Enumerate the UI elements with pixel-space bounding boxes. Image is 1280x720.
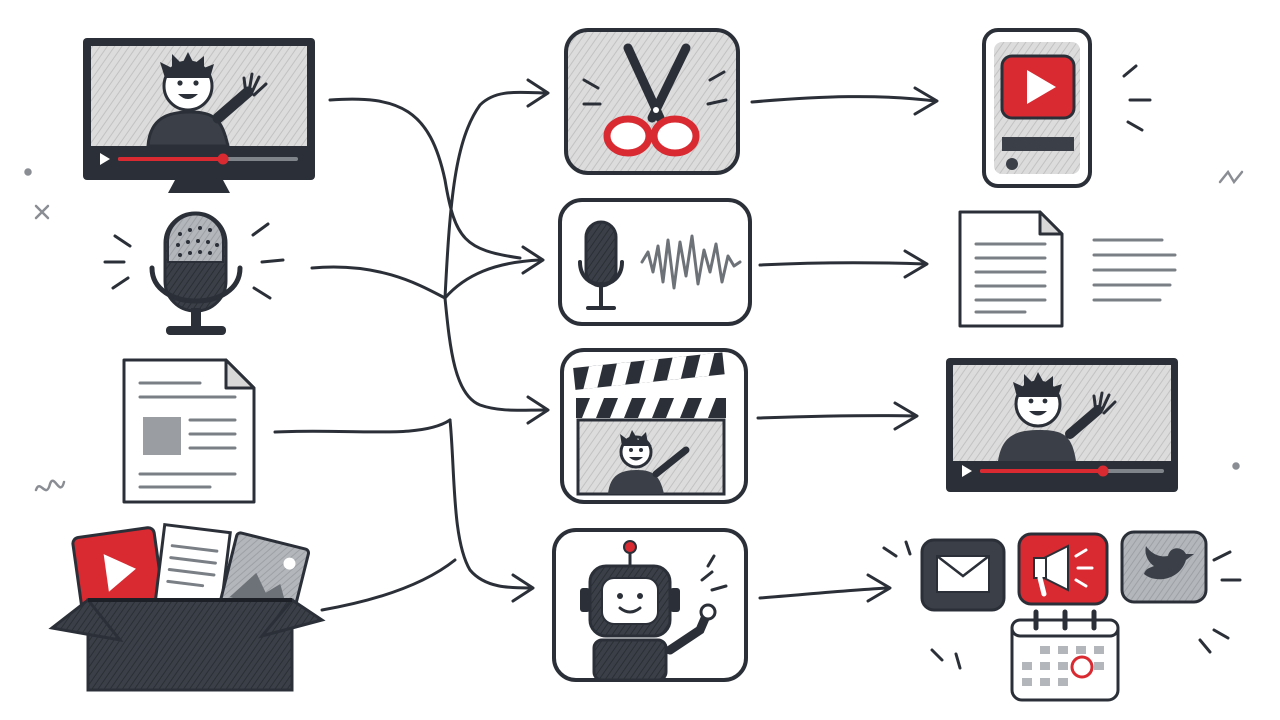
connector-to-robot	[448, 418, 532, 590]
connector-robot-output	[758, 586, 890, 600]
output-short-video	[982, 28, 1152, 188]
arrowhead-distribution	[866, 573, 892, 603]
text-document-icon	[958, 210, 1064, 328]
arrowhead-finished-video	[893, 401, 919, 431]
arrowhead-clapper	[526, 395, 550, 425]
connector-lines	[273, 78, 939, 612]
bird-icon	[1120, 530, 1208, 604]
process-video-production	[560, 348, 748, 504]
connector-to-clapper	[443, 296, 547, 412]
connector-box-input	[320, 558, 457, 612]
document-icon	[122, 358, 256, 504]
connector-mic-input	[310, 265, 447, 300]
output-finished-video	[946, 358, 1178, 492]
arrowhead-scissors	[526, 78, 550, 108]
decorative-doodles	[24, 168, 1244, 492]
small-microphone-icon	[578, 220, 624, 310]
text-lines-icon	[1092, 238, 1177, 302]
robot-icon	[580, 540, 717, 682]
progress-bar	[118, 153, 298, 165]
clapperboard-icon	[573, 352, 726, 496]
input-document	[122, 358, 256, 504]
play-icon	[100, 153, 110, 165]
connector-scissors-output	[750, 95, 937, 104]
arrowhead-short-video	[913, 86, 939, 116]
connector-document-input	[273, 418, 452, 434]
connector-clapper-output	[756, 414, 917, 420]
connector-video-input	[328, 97, 522, 260]
small-waving-person-icon	[608, 430, 690, 494]
sound-lines	[103, 222, 285, 300]
waving-person-icon	[146, 52, 268, 148]
box-icon	[48, 597, 326, 692]
arrowhead-transcript	[903, 249, 929, 279]
phone-video-icon	[982, 28, 1092, 188]
input-microphone	[103, 211, 285, 335]
process-audio-transcription	[558, 198, 752, 326]
audio-waveform-icon	[640, 234, 742, 290]
scissors-icon	[603, 43, 700, 157]
process-ai-automation	[552, 528, 748, 682]
connector-to-waveform	[443, 258, 542, 300]
output-transcript	[958, 210, 1177, 328]
megaphone-icon	[1017, 532, 1109, 606]
arrowhead-robot	[511, 573, 535, 603]
input-content-box	[48, 522, 326, 692]
video-player-icon	[946, 358, 1178, 492]
email-icon	[920, 538, 1006, 612]
connector-to-scissors	[443, 90, 547, 300]
connector-waveform-output	[758, 261, 927, 267]
output-distribution	[882, 530, 1242, 702]
process-clip-cutting	[564, 28, 740, 175]
arrowhead-waveform	[521, 245, 545, 275]
input-video-monitor	[83, 38, 315, 193]
calendar-icon	[1010, 609, 1120, 702]
microphone-icon	[149, 211, 243, 335]
